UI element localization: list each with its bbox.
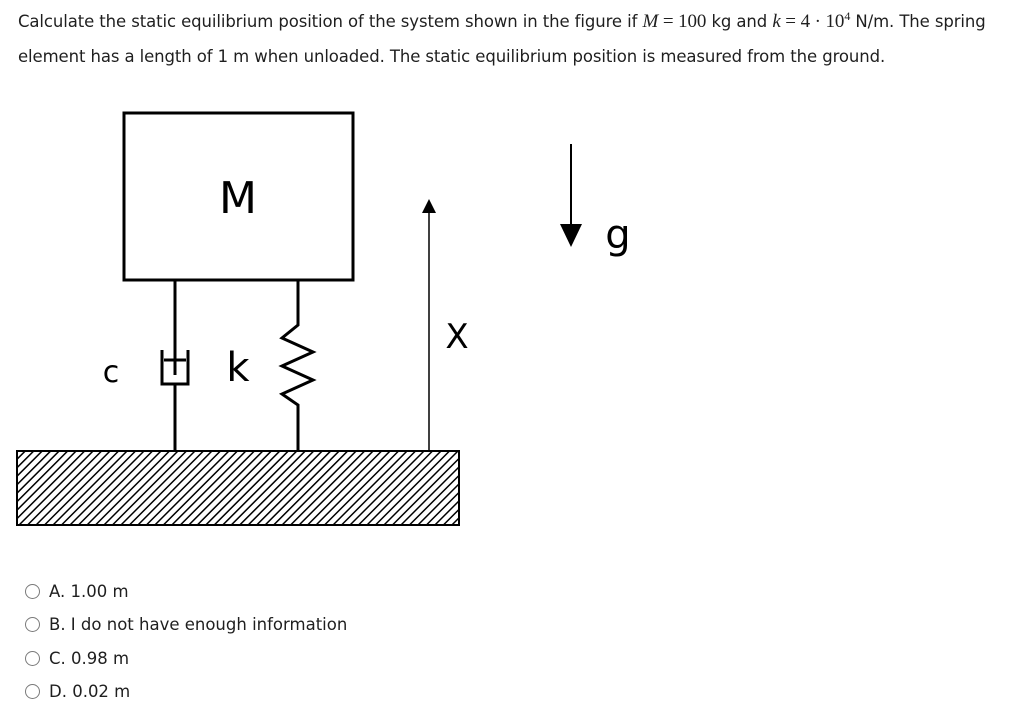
position-label: X — [445, 317, 468, 357]
stiffness-exponent: 4 — [844, 9, 851, 23]
option-d[interactable]: D. 0.02 m — [25, 676, 130, 706]
option-b[interactable]: B. I do not have enough information — [25, 609, 347, 639]
gravity-label: g — [605, 212, 630, 258]
question-part-1: Calculate the static equilibrium positio… — [18, 12, 643, 31]
damper — [160, 280, 190, 451]
mass-label: M — [219, 173, 257, 224]
question-text: Calculate the static equilibrium positio… — [18, 4, 1008, 74]
mass-block — [122, 111, 355, 282]
option-d-label: D. 0.02 m — [49, 681, 131, 701]
option-a-label: A. 1.00 m — [49, 581, 129, 601]
stiffness-equation: k = 4 · 104 — [772, 9, 851, 32]
option-b-label: B. I do not have enough information — [49, 614, 348, 634]
spring — [278, 280, 317, 451]
option-c[interactable]: C. 0.98 m — [25, 643, 129, 673]
damper-label: c — [103, 355, 120, 390]
mass-variable: M — [642, 11, 659, 32]
gravity-arrowhead — [560, 224, 582, 247]
question-part-2: kg and — [706, 12, 773, 31]
mass-equation: M = 100 — [642, 11, 706, 32]
ground-hatch — [16, 450, 460, 526]
option-c-label: C. 0.98 m — [49, 648, 130, 668]
position-axis-arrowhead — [422, 199, 436, 213]
stiffness-value: = 4 · 10 — [780, 11, 845, 32]
stiffness-variable: k — [772, 11, 781, 32]
question-part-3: N/m. The spring element has a length of … — [18, 12, 986, 66]
radio-button-a[interactable] — [25, 583, 40, 599]
radio-button-b[interactable] — [25, 616, 40, 632]
spring-label: k — [226, 345, 250, 391]
radio-button-c[interactable] — [25, 650, 40, 666]
mass-value: = 100 — [658, 11, 707, 32]
radio-button-d[interactable] — [25, 683, 40, 699]
option-a[interactable]: A. 1.00 m — [25, 576, 129, 606]
